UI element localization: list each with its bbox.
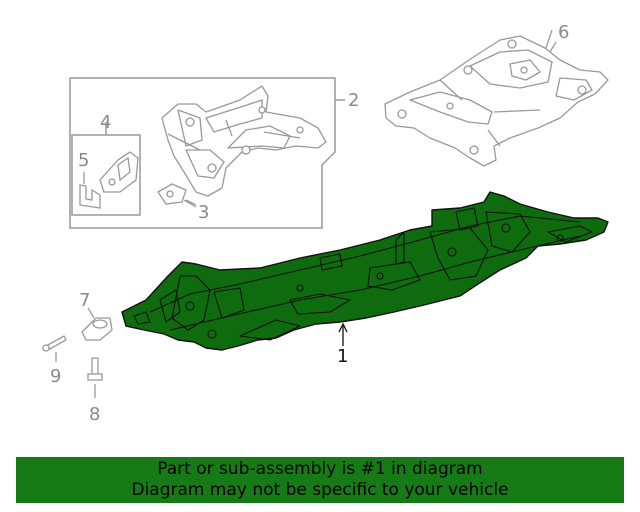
bracket-part-4 xyxy=(99,151,139,193)
info-banner: Part or sub-assembly is #1 in diagram Di… xyxy=(16,457,624,503)
parts-diagram: 1 2 3 4 5 6 7 8 9 xyxy=(42,22,609,425)
callout-4[interactable]: 4 xyxy=(100,112,111,133)
callout-6[interactable]: 6 xyxy=(558,22,569,43)
rear-subframe-part-6 xyxy=(384,29,609,167)
front-frame-part-2 xyxy=(161,85,327,197)
callout-3[interactable]: 3 xyxy=(198,202,209,223)
clip-part-5 xyxy=(79,172,101,209)
banner-line-2: Diagram may not be specific to your vehi… xyxy=(131,480,509,500)
subassembly-group-2 xyxy=(69,77,345,229)
callout-9[interactable]: 9 xyxy=(50,366,61,387)
main-frame-part-1[interactable] xyxy=(121,191,609,351)
subassembly-group-4 xyxy=(71,122,141,216)
leader-arrow-1 xyxy=(338,322,348,333)
callout-2[interactable]: 2 xyxy=(348,90,359,111)
isolator-part-7 xyxy=(81,307,113,341)
callout-8[interactable]: 8 xyxy=(89,404,100,425)
callout-7[interactable]: 7 xyxy=(79,290,90,311)
callout-5[interactable]: 5 xyxy=(78,150,89,171)
plate-part-3 xyxy=(157,183,197,206)
banner-line-1: Part or sub-assembly is #1 in diagram xyxy=(157,459,483,479)
group-box-2 xyxy=(69,77,336,229)
frame-detail-lines xyxy=(133,207,593,341)
leader-line-6 xyxy=(549,41,557,53)
leader-line-3 xyxy=(183,199,197,208)
bolt-part-8 xyxy=(87,357,103,398)
callout-1[interactable]: 1 xyxy=(337,346,348,367)
leader-lines xyxy=(183,41,557,346)
bolt-part-9 xyxy=(42,335,67,362)
